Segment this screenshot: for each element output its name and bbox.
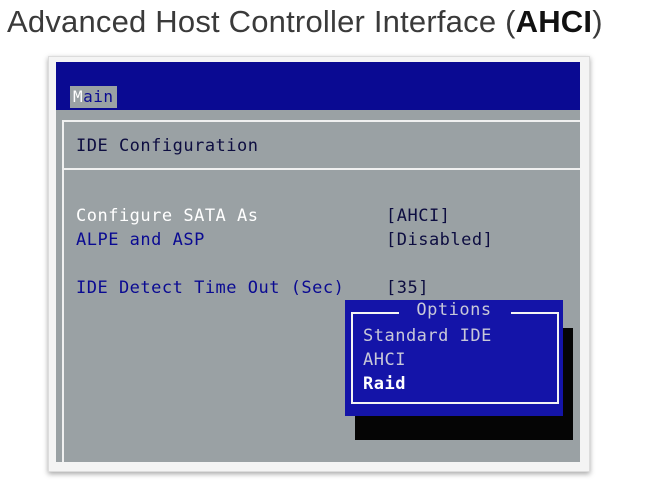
- slide-title-acronym: AHCI: [515, 4, 593, 39]
- section-divider: [64, 168, 580, 170]
- section-title: IDE Configuration: [76, 136, 259, 156]
- setting-label: ALPE and ASP: [76, 230, 205, 250]
- slide-title: Advanced Host Controller Interface (AHCI…: [7, 4, 657, 40]
- options-popup-title: Options: [416, 300, 492, 320]
- option-ahci[interactable]: AHCI: [363, 350, 406, 370]
- setting-label: Configure SATA As: [76, 206, 259, 226]
- options-popup: Options Standard IDE AHCI Raid: [345, 300, 563, 416]
- setting-value[interactable]: [AHCI]: [386, 206, 451, 226]
- ide-configuration-panel: IDE Configuration Configure SATA As [AHC…: [62, 120, 580, 462]
- tab-main[interactable]: Main: [70, 86, 117, 108]
- slide-title-suffix: ): [592, 4, 603, 39]
- bios-menu-bar: Main: [56, 62, 580, 110]
- setting-value[interactable]: [35]: [386, 278, 429, 298]
- setting-label: IDE Detect Time Out (Sec): [76, 278, 345, 298]
- options-popup-border: [351, 312, 559, 404]
- option-standard-ide[interactable]: Standard IDE: [363, 326, 492, 346]
- bios-setup-screen: Main IDE Configuration Configure SATA As…: [56, 62, 580, 462]
- option-raid[interactable]: Raid: [363, 374, 406, 394]
- slide-title-prefix: Advanced Host Controller Interface (: [7, 4, 516, 39]
- setting-value[interactable]: [Disabled]: [386, 230, 494, 250]
